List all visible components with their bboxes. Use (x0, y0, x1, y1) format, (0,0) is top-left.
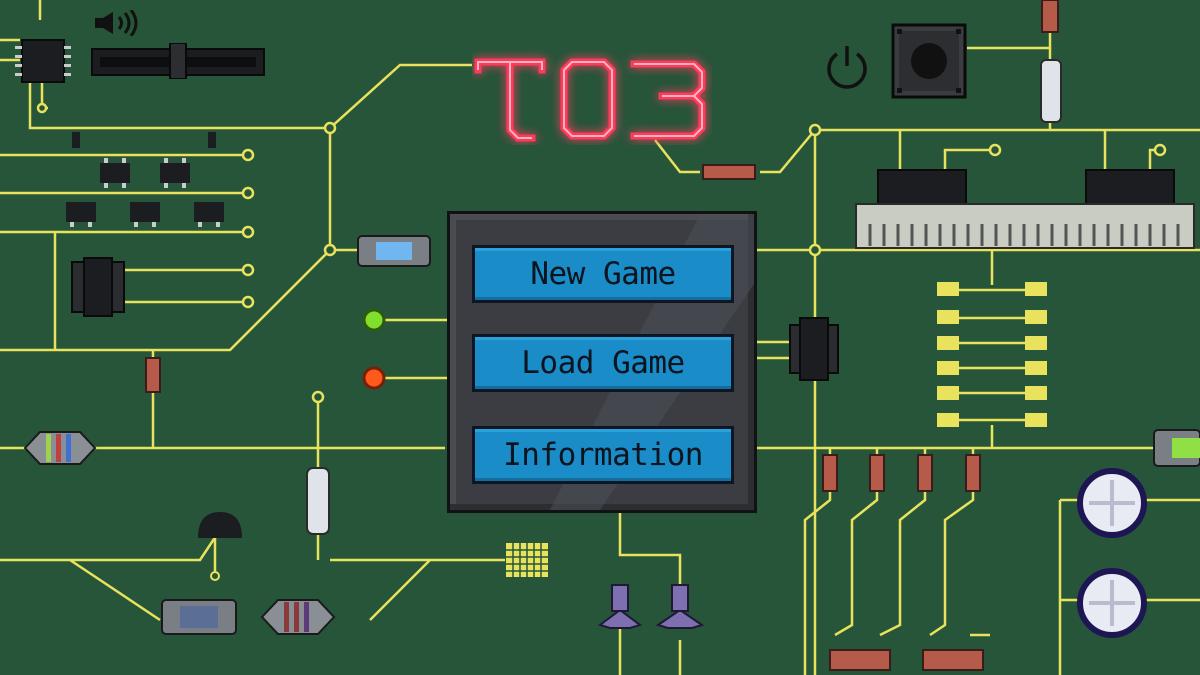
information-button[interactable]: Information (472, 426, 734, 484)
capacitors (1077, 468, 1147, 638)
power-icon[interactable] (820, 40, 874, 94)
top-right-tube (1040, 0, 1062, 123)
bottom-fuse (161, 599, 336, 635)
volume-slider-knob[interactable] (169, 43, 187, 79)
resistor-ladder (937, 282, 1047, 427)
crystal-pad (506, 543, 548, 577)
striped-resistor (23, 431, 97, 465)
heat-sink (855, 169, 1195, 249)
resistor-bank (822, 454, 984, 671)
trace-nodes (36, 102, 1167, 404)
transistor-array (66, 132, 224, 222)
connector-pins (597, 584, 705, 629)
volume-slider[interactable] (90, 43, 266, 79)
power-push-button[interactable] (891, 23, 967, 99)
resistor (145, 357, 161, 393)
resistor-top (702, 164, 756, 180)
microchip (15, 39, 71, 83)
green-led (362, 308, 386, 332)
main-menu-panel: New Game Load Game Information (447, 211, 757, 513)
load-game-button[interactable]: Load Game (472, 334, 734, 392)
glass-tube (306, 467, 330, 535)
new-game-button[interactable]: New Game (472, 245, 734, 303)
fuse (357, 235, 431, 267)
transistor-dome (198, 512, 242, 581)
slide-switch-right (789, 317, 839, 381)
red-led (362, 366, 386, 390)
speaker-icon (95, 10, 138, 36)
game-title-logo (474, 58, 706, 142)
slide-switch-left (71, 257, 125, 317)
green-fuse (1153, 429, 1200, 467)
